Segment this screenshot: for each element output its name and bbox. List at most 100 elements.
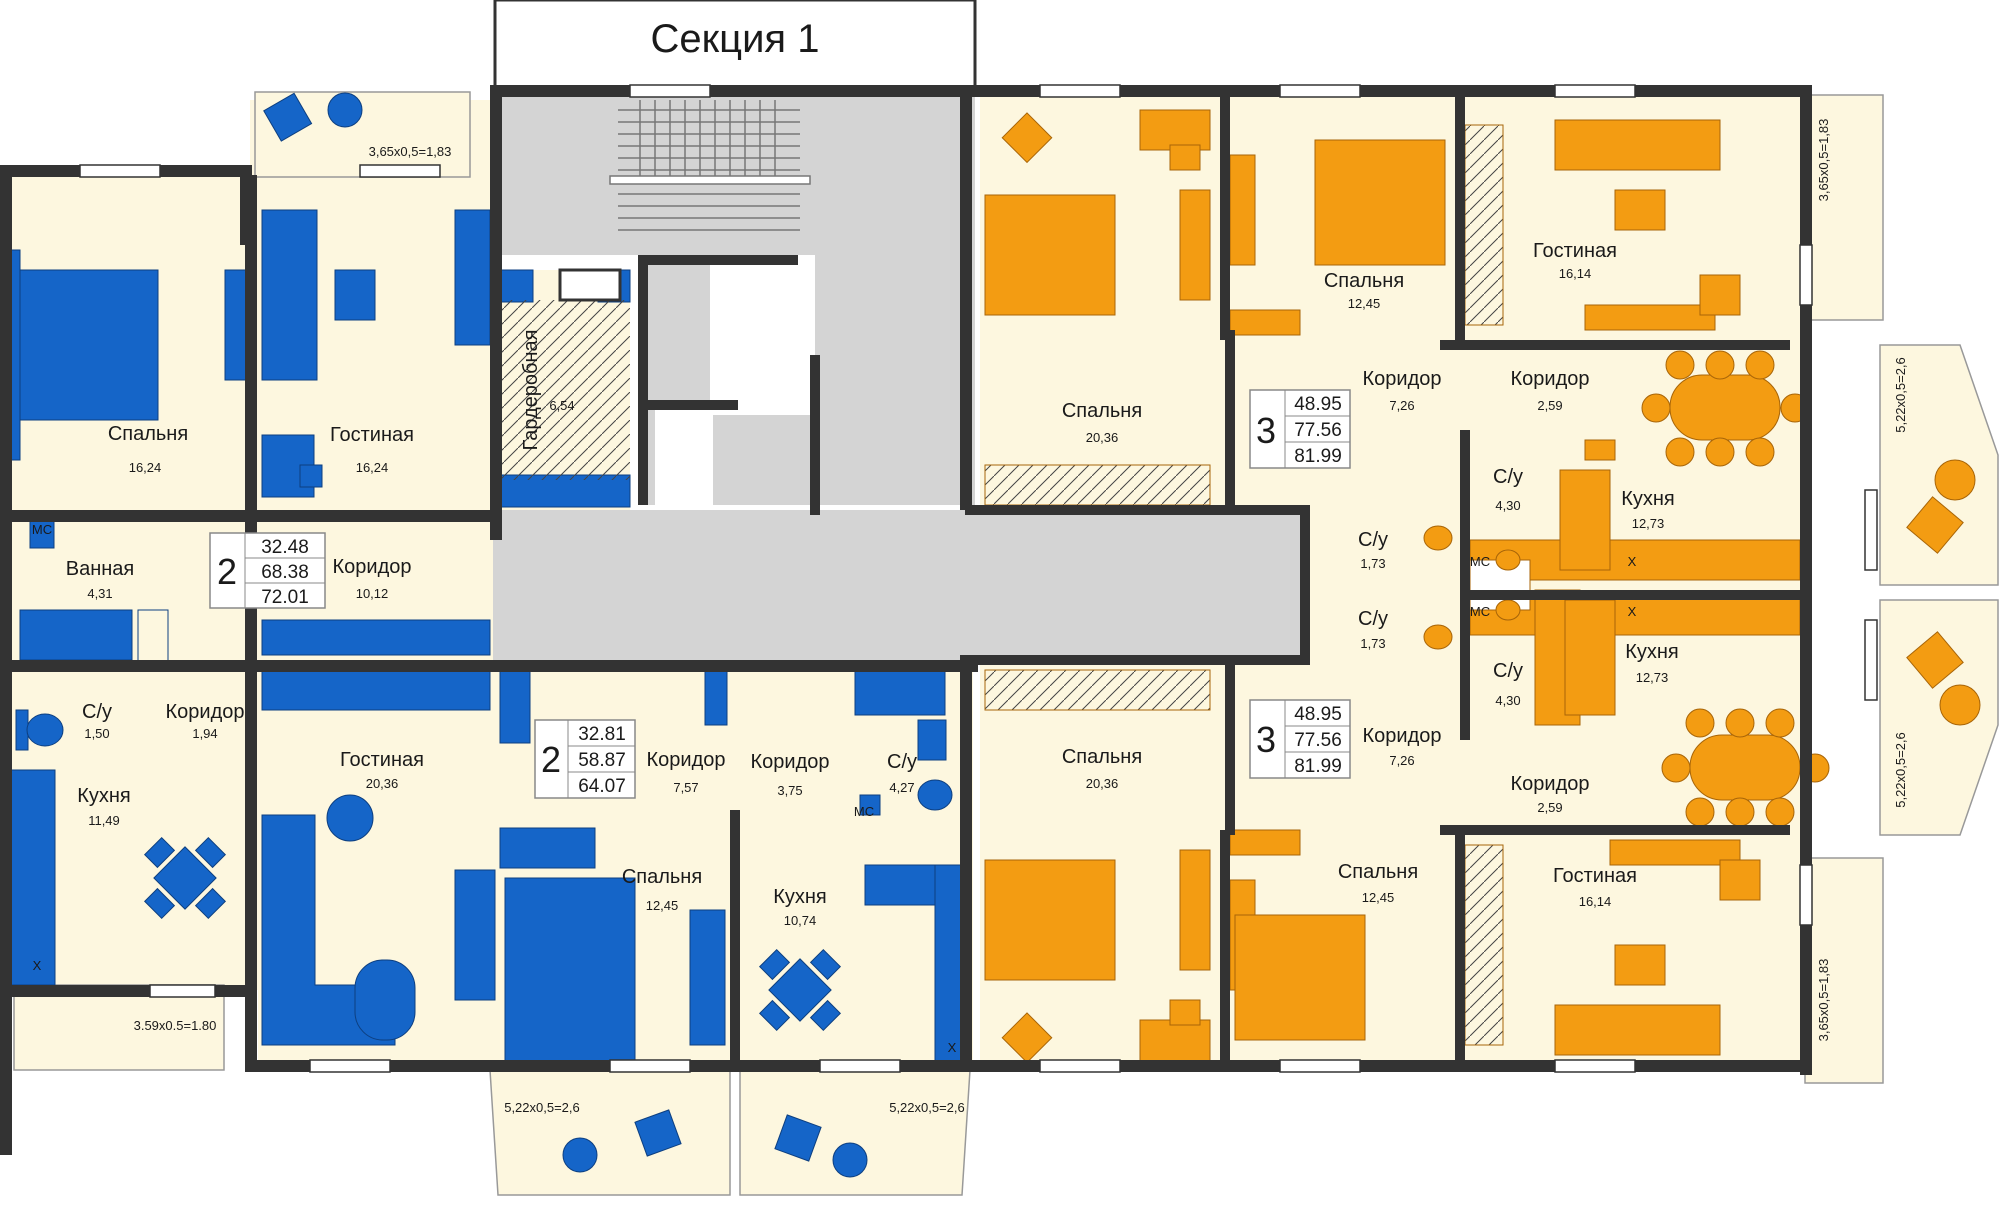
svg-text:2,59: 2,59 bbox=[1537, 398, 1562, 413]
total-area-balcony: 64.07 bbox=[578, 776, 626, 797]
room-label: Гардеробная 6,54 bbox=[520, 330, 575, 451]
sofa-icon bbox=[261, 209, 318, 381]
dining-table-icon bbox=[143, 836, 227, 920]
svg-text:7,26: 7,26 bbox=[1389, 398, 1414, 413]
svg-text:Гостиная: Гостиная bbox=[1533, 240, 1617, 262]
room-label: Гостиная 16,24 bbox=[330, 424, 414, 475]
balcony-size: 3,65x0,5=1,83 bbox=[369, 144, 452, 159]
svg-text:6,54: 6,54 bbox=[549, 398, 574, 413]
svg-text:Гостиная: Гостиная bbox=[340, 749, 424, 771]
dining-table-icon bbox=[1641, 350, 1810, 467]
living-area: 32.81 bbox=[578, 724, 626, 745]
svg-text:Гардеробная: Гардеробная bbox=[520, 330, 542, 451]
svg-text:Гостиная: Гостиная bbox=[1553, 865, 1637, 887]
living-area: 32.48 bbox=[261, 537, 309, 558]
room-label: Коридор 3,75 bbox=[751, 751, 830, 798]
staircase bbox=[609, 100, 811, 231]
svg-text:Коридор: Коридор bbox=[1511, 368, 1590, 390]
svg-text:10,74: 10,74 bbox=[784, 913, 817, 928]
bed-icon bbox=[984, 194, 1116, 316]
svg-text:Коридор: Коридор bbox=[333, 556, 412, 578]
svg-text:С/у: С/у bbox=[1358, 608, 1388, 630]
room-count: 3 bbox=[1256, 410, 1276, 451]
x-label: Х bbox=[1628, 554, 1637, 569]
svg-text:1,94: 1,94 bbox=[192, 726, 217, 741]
svg-text:1,73: 1,73 bbox=[1360, 636, 1385, 651]
room-label: С/у4,27 bbox=[887, 751, 917, 795]
mc-label: МС bbox=[1470, 554, 1490, 569]
svg-text:1,73: 1,73 bbox=[1360, 556, 1385, 571]
living-area: 48.95 bbox=[1294, 394, 1342, 415]
svg-text:Кухня: Кухня bbox=[1621, 488, 1675, 510]
bathtub-icon bbox=[19, 609, 133, 661]
balcony-size: 5,22x0,5=2,6 bbox=[504, 1100, 580, 1115]
svg-text:12,45: 12,45 bbox=[646, 898, 679, 913]
room-label: Коридор 2,59 bbox=[1511, 368, 1590, 413]
room-label: Спальня 12,45 bbox=[1324, 270, 1404, 311]
windows bbox=[79, 84, 1878, 1073]
x-label: Х bbox=[948, 1040, 957, 1055]
room-label: С/у4,30 bbox=[1493, 660, 1523, 708]
svg-text:12,73: 12,73 bbox=[1636, 670, 1669, 685]
svg-text:16,14: 16,14 bbox=[1559, 266, 1592, 281]
svg-text:Коридор: Коридор bbox=[166, 701, 245, 723]
svg-text:20,36: 20,36 bbox=[1086, 430, 1119, 445]
room-count: 2 bbox=[541, 739, 561, 780]
room-label: Коридор 7,57 bbox=[647, 749, 726, 795]
room-label: Гостиная 16,14 bbox=[1533, 240, 1617, 281]
apartment-badge: 3 48.95 77.56 81.99 bbox=[1249, 699, 1351, 779]
room-label: С/у1,73 bbox=[1358, 529, 1388, 571]
room-label: Коридор 7,26 bbox=[1363, 368, 1442, 413]
fixture-markers: МС МС МС МС Х Х Х Х bbox=[32, 522, 1637, 1055]
svg-text:1,50: 1,50 bbox=[84, 726, 109, 741]
svg-text:Кухня: Кухня bbox=[773, 886, 827, 908]
total-area-balcony: 81.99 bbox=[1294, 446, 1342, 467]
balcony-size: 5,22x0,5=2,6 bbox=[1893, 732, 1908, 808]
section-title: Секция 1 bbox=[651, 17, 820, 61]
svg-text:Спальня: Спальня bbox=[1062, 746, 1142, 768]
svg-text:4,31: 4,31 bbox=[87, 586, 112, 601]
svg-text:4,30: 4,30 bbox=[1495, 498, 1520, 513]
balcony-labels: 3,65x0,5=1,83 3.59x0.5=1.80 5,22x0,5=2,6… bbox=[134, 119, 1908, 1115]
svg-text:11,49: 11,49 bbox=[88, 813, 120, 828]
svg-text:С/у: С/у bbox=[82, 701, 112, 723]
living-area: 48.95 bbox=[1294, 704, 1342, 725]
svg-text:Коридор: Коридор bbox=[1363, 368, 1442, 390]
svg-text:16,24: 16,24 bbox=[356, 460, 389, 475]
svg-text:С/у: С/у bbox=[887, 751, 917, 773]
total-area: 77.56 bbox=[1294, 420, 1342, 441]
svg-text:Гостиная: Гостиная bbox=[330, 424, 414, 446]
balcony-size: 3.59x0.5=1.80 bbox=[134, 1018, 217, 1033]
svg-text:20,36: 20,36 bbox=[1086, 776, 1119, 791]
room-label: Кухня 12,73 bbox=[1621, 488, 1675, 531]
apartment-badge: 2 32.81 58.87 64.07 bbox=[534, 719, 636, 799]
mc-label: МС bbox=[32, 522, 52, 537]
svg-text:Коридор: Коридор bbox=[647, 749, 726, 771]
svg-text:16,24: 16,24 bbox=[129, 460, 162, 475]
svg-text:12,45: 12,45 bbox=[1348, 296, 1381, 311]
svg-text:Коридор: Коридор bbox=[1511, 773, 1590, 795]
room-label: Коридор 1,94 bbox=[166, 701, 245, 741]
svg-text:16,14: 16,14 bbox=[1579, 894, 1612, 909]
svg-text:12,73: 12,73 bbox=[1632, 516, 1665, 531]
common-areas bbox=[493, 95, 1305, 660]
total-area: 68.38 bbox=[261, 562, 309, 583]
svg-text:Спальня: Спальня bbox=[1324, 270, 1404, 292]
room-count: 2 bbox=[217, 551, 237, 592]
svg-text:3,75: 3,75 bbox=[777, 783, 802, 798]
svg-text:7,57: 7,57 bbox=[673, 780, 698, 795]
svg-text:Коридор: Коридор bbox=[751, 751, 830, 773]
x-label: Х bbox=[1628, 604, 1637, 619]
svg-text:7,26: 7,26 bbox=[1389, 753, 1414, 768]
toilet-icon bbox=[26, 713, 64, 747]
